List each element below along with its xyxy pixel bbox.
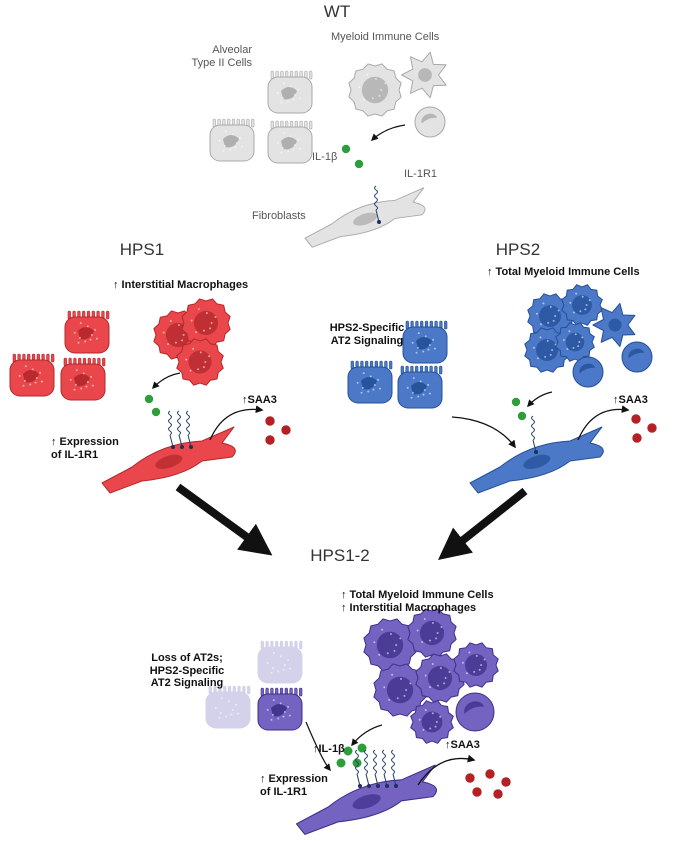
hps1-interstitial-macrophage [181,298,231,348]
hps2-monocyte [572,356,604,388]
wt-myeloid-cell [348,63,402,117]
hps12-saa3-label: ↑SAA3 [445,739,480,751]
hps2-at2-cell [397,365,443,409]
hps12-myeloid-cell [410,700,454,744]
hps12-il1b-release-arrow [351,724,383,747]
hps12-faded-at2-cell [257,640,303,684]
hps1-title: HPS1 [119,240,165,259]
wt-il1r1-label: IL-1R1 [404,168,438,180]
hps12-il1r1-expression-label: ↑ Expression of IL-1R1 [260,773,328,798]
hps2-at2-signaling-arrow [451,416,516,449]
wt-myeloid-dendritic-cell [401,51,447,99]
hps12-il1b-label: ↑IL-1β [313,743,345,755]
hps1-interstitial-macrophage [176,338,224,386]
hps2-monocyte [621,341,653,373]
hps12-myeloid-cell [407,608,457,658]
hps2-panel [347,284,658,560]
wt-title: WT [323,2,351,21]
hps12-title: HPS1-2 [310,546,370,565]
wt-at2-cells [267,120,313,164]
hps1-saa3-label: ↑SAA3 [242,394,277,406]
hps2-at2-cell [347,360,393,404]
hps1-il1r1-expression-label: ↑ Expression of IL-1R1 [51,436,119,461]
hps1-panel [9,298,292,556]
hps1-il1b-molecules [144,394,161,417]
wt-alveolar-type-ii-label: Alveolar Type II Cells [191,44,252,69]
wt-il1b-molecules [341,144,364,169]
wt-panel [209,51,447,248]
hps1-at2-cell [9,353,55,397]
hps2-title: HPS2 [495,240,541,259]
hps2-fibroblast [469,415,604,494]
hps1-at2-cell [64,310,110,354]
wt-il1b-label: IL-1β [312,151,338,163]
hps1-il1b-release-arrow [152,372,181,390]
wt-fibroblast [304,185,426,248]
hps12-saa3-molecules [464,768,512,800]
hps2-dendritic-cell [592,303,636,347]
hps2-total-myeloid-label: ↑ Total Myeloid Immune Cells [487,266,640,278]
hps1-interstitial-macrophages-label: ↑ Interstitial Macrophages [113,279,249,291]
hps1-saa3-molecules [264,415,292,446]
hps12-faded-at2-cell [205,685,251,729]
wt-monocyte [414,106,446,138]
hps2-il1b-release-arrow [527,391,553,408]
hps2-to-hps12-arrow [437,487,528,560]
hps12-saa3-secretion-arrow [417,754,476,786]
hps12-changes-label: ↑ Total Myeloid Immune Cells ↑ Interstit… [341,589,494,614]
hps12-panel [205,608,512,835]
hps12-myeloid-cell [453,642,499,688]
hps12-myeloid-cell [373,663,427,717]
hps2-il1b-molecules [511,397,527,421]
wt-at2-cells [209,118,255,162]
hps2-saa3-secretion-arrow [577,405,630,441]
hps12-at2-signaling-arrow [305,721,331,772]
hps2-saa3-molecules [630,413,658,444]
hps2-myeloid-cell [561,284,603,326]
hps12-at2-cell [257,687,303,731]
hps12-myeloid-cell [363,618,417,672]
hps1-saa3-secretion-arrow [209,405,264,441]
hps2-at2-cell [402,320,448,364]
hps1-fibroblast [101,410,236,494]
hps2-at2-signaling-label: HPS2-Specific AT2 Signaling [329,322,405,347]
wt-at2-cells [267,70,313,114]
hps12-myeloid-cell [415,653,465,703]
hps12-loss-of-at2s-label: Loss of AT2s; HPS2-Specific AT2 Signalin… [149,652,225,690]
wt-il1b-release-arrow [370,124,406,141]
hps1-at2-cell [60,357,106,401]
wt-fibroblasts-label: Fibroblasts [252,210,306,222]
wt-myeloid-immune-cells-label: Myeloid Immune Cells [331,31,440,43]
hps2-saa3-label: ↑SAA3 [613,394,648,406]
hps1-to-hps12-arrow [175,483,273,556]
hps12-il1b-molecules [335,742,368,769]
hps2-myeloid-cell [555,322,595,362]
hps12-monocyte [455,692,495,732]
hps12-fibroblast [295,749,437,835]
